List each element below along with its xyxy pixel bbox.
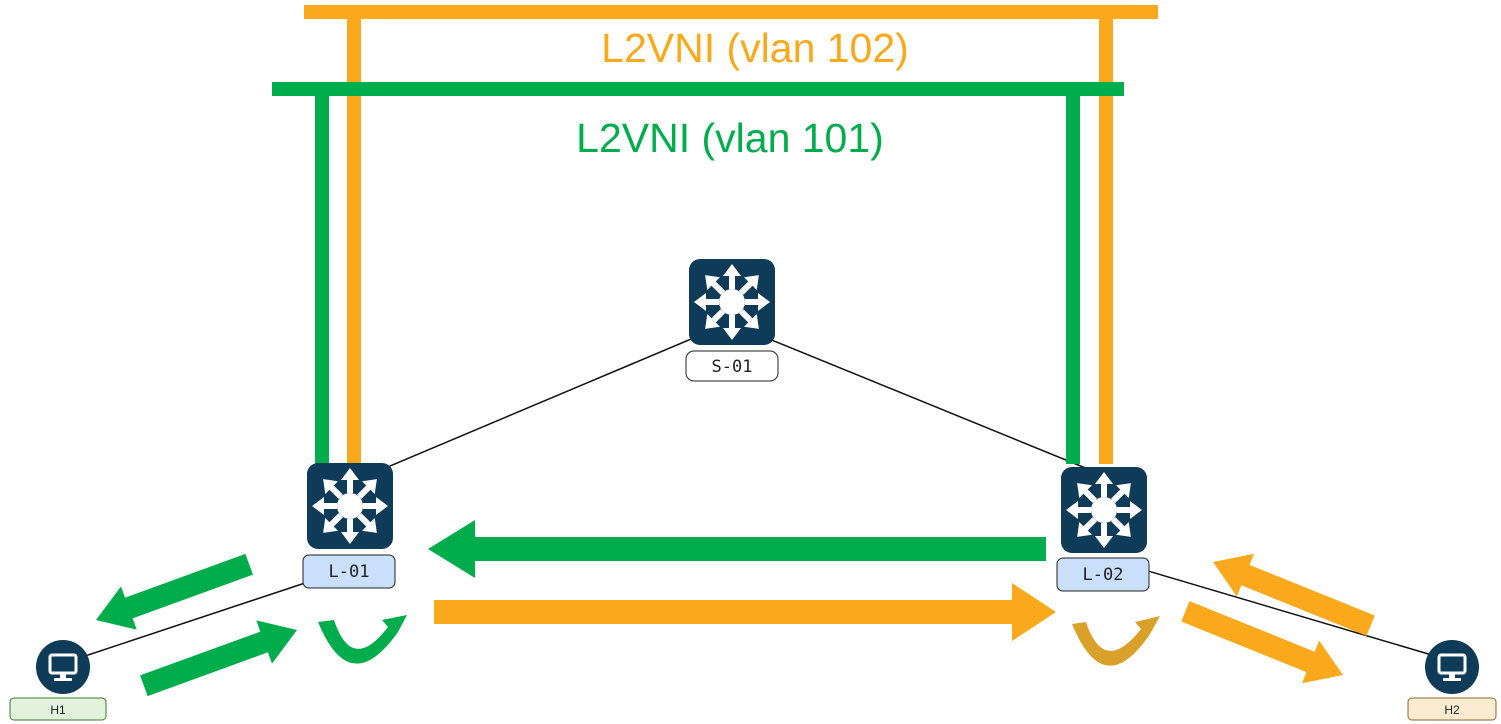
orange-uturn-arrow: [1072, 616, 1160, 666]
orange-arrow-leaf2-to-host2: [1181, 601, 1343, 684]
spine-label-box: [685, 350, 779, 382]
leaf2-label-box: [1056, 557, 1150, 592]
host2-label: H2: [1444, 703, 1460, 717]
leaf2-switch: L-02: [1056, 467, 1150, 592]
vni-102-tunnel: [304, 5, 1158, 464]
vni-101-drop-leaf2: [1066, 89, 1080, 464]
orange-arrow-host2-to-leaf2: [1213, 553, 1375, 636]
link-host1-leaf1: [69, 577, 321, 662]
spine-switch: S-01: [685, 259, 779, 382]
vni-101-drop-leaf1: [315, 89, 329, 464]
link-spine-leaf2: [756, 333, 1111, 479]
vni-101-bar: [272, 82, 1124, 96]
orange-arrow-leaf1-to-leaf2: [434, 583, 1056, 641]
leaf2-label: L-02: [1083, 565, 1124, 585]
vni-102-drop-leaf1: [347, 12, 361, 464]
green-uturn-arrow: [318, 615, 407, 664]
vni-102-bar: [304, 5, 1158, 19]
switch-icon: [689, 259, 775, 345]
vni-102-drop-leaf2: [1099, 12, 1113, 464]
vni-101-tunnel: [272, 82, 1124, 464]
leaf1-label-box: [302, 554, 396, 589]
switch-icon: [307, 463, 393, 549]
physical-links: [69, 333, 1453, 662]
link-spine-leaf1: [351, 333, 704, 483]
traffic-arrows: [96, 520, 1375, 697]
green-arrow-leaf1-to-host1: [96, 553, 253, 630]
host2: H2: [1407, 640, 1497, 721]
host2-label-box: [1407, 697, 1497, 721]
green-arrow-leaf2-to-leaf1: [428, 520, 1046, 578]
switch-icon: [1061, 467, 1147, 553]
green-arrow-host1-to-leaf1: [140, 620, 297, 697]
host1-label: H1: [50, 703, 66, 717]
vni-101-label: L2VNI (vlan 101): [576, 115, 884, 161]
monitor-icon: [1425, 640, 1479, 694]
monitor-icon: [36, 640, 90, 694]
leaf1-switch: L-01: [302, 463, 396, 589]
host1-label-box: [9, 697, 107, 721]
host1: H1: [9, 640, 107, 721]
spine-label: S-01: [712, 357, 753, 377]
link-leaf2-host2: [1137, 567, 1453, 662]
vni-102-label: L2VNI (vlan 102): [601, 25, 909, 71]
leaf1-label: L-01: [329, 562, 370, 582]
